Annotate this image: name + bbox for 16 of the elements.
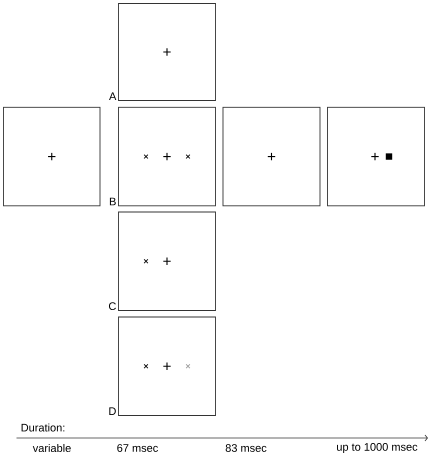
duration-label: 83 msec xyxy=(226,444,266,452)
duration-label: up to 1000 msec xyxy=(337,443,418,453)
panel-letter: D xyxy=(109,407,116,415)
duration-label: variable xyxy=(32,444,71,452)
screen-frame xyxy=(118,3,216,101)
panel-letter: A xyxy=(109,92,116,100)
timeline-title: Duration: xyxy=(22,423,64,432)
screen-frame xyxy=(327,106,425,206)
screen-frame xyxy=(118,106,216,206)
duration-label: 67 msec xyxy=(117,444,158,452)
screen-frame xyxy=(118,316,216,416)
panel-letter: C xyxy=(108,302,116,310)
screen-frame xyxy=(118,212,216,311)
screen-frame xyxy=(3,106,100,206)
panel-letter: B xyxy=(110,198,116,206)
screen-frame xyxy=(222,106,320,206)
